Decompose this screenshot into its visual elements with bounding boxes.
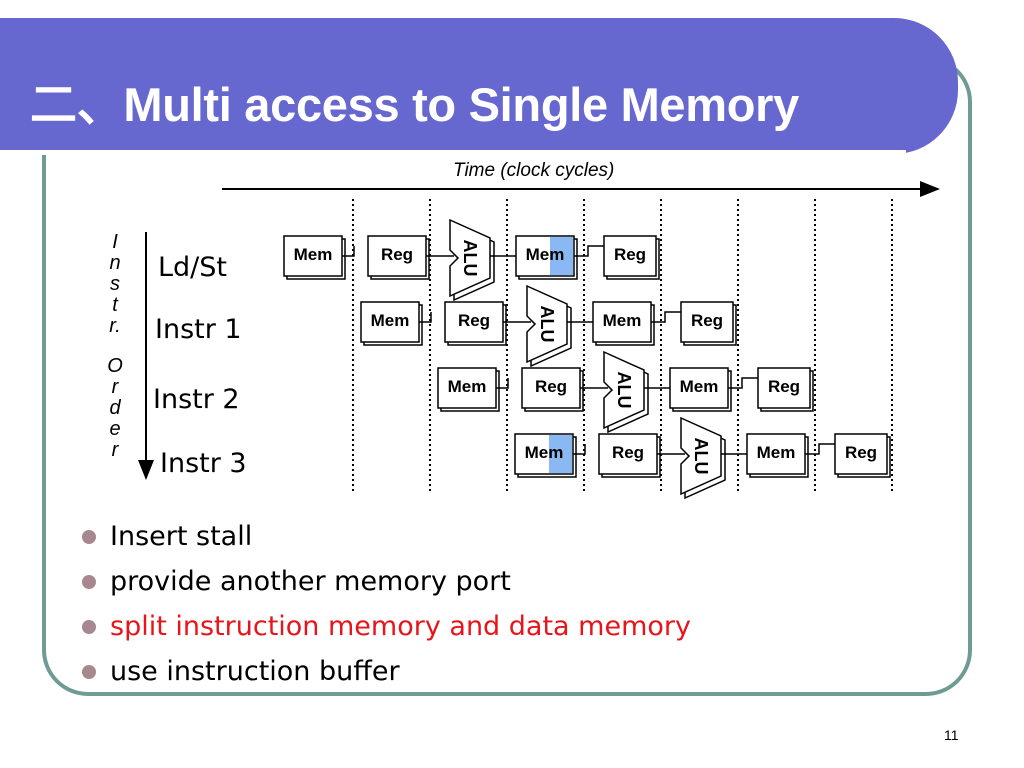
bullet-text: Insert stall: [110, 521, 253, 552]
order-letter: O: [107, 355, 123, 377]
instruction-label: Ld/St: [158, 252, 228, 283]
stage-connector: [574, 245, 604, 257]
stage-label: Mem: [448, 377, 487, 396]
instruction-label: Instr 2: [153, 384, 240, 415]
instruction-label: Instr 3: [160, 448, 247, 479]
stage-label: Reg: [381, 245, 413, 264]
stage-box: [283, 235, 343, 277]
bullet-dot: [82, 620, 96, 634]
alu-unit: [680, 416, 722, 496]
order-letter: d: [109, 397, 121, 419]
bullet-item: split instruction memory and data memory: [82, 604, 691, 649]
stage-box: [360, 301, 420, 343]
stage-label: Mem: [757, 443, 796, 462]
time-axis-label: Time (clock cycles): [453, 160, 615, 181]
stage-label: Mem: [603, 311, 642, 330]
alu-label: ALU: [614, 372, 634, 409]
bullet-list: Insert stall provide another memory port…: [82, 514, 691, 694]
bullet-text: provide another memory port: [110, 566, 511, 597]
stage-box: [444, 301, 504, 343]
bullet-dot: [82, 530, 96, 544]
page-number: 11: [944, 727, 959, 743]
bullet-dot: [82, 575, 96, 589]
pipeline-row: Mem Reg ALU Mem Reg: [514, 416, 891, 500]
alu-unit: [603, 350, 645, 430]
alu-unit: [526, 284, 568, 364]
bullet-item: provide another memory port: [82, 559, 691, 604]
stage-box: [521, 367, 581, 409]
pipeline-row: Mem Reg ALU Mem Reg: [360, 284, 737, 368]
stage-label: Mem: [371, 311, 410, 330]
instruction-label: Instr 1: [155, 314, 242, 345]
stage-connector: [419, 312, 432, 323]
stage-connector: [573, 444, 586, 455]
bullet-item: Insert stall: [82, 514, 691, 559]
bullet-text: use instruction buffer: [110, 656, 400, 687]
stage-box: [669, 367, 729, 409]
memory-conflict-highlight: [549, 435, 572, 473]
bullet-item: use instruction buffer: [82, 649, 691, 694]
order-letter: r: [111, 439, 119, 461]
order-letter: n: [109, 252, 121, 274]
title-underline: [0, 150, 906, 155]
stage-label: Reg: [612, 443, 644, 462]
stage-box: [367, 235, 427, 277]
slide-title: 二、Multi access to Single Memory: [30, 78, 800, 131]
order-letter: t: [112, 294, 118, 316]
stage-label: Reg: [614, 245, 646, 264]
stage-label: Reg: [458, 311, 490, 330]
stage-box: [834, 433, 888, 475]
stage-connector: [805, 443, 835, 455]
stage-label: Reg: [535, 377, 567, 396]
stage-box: [680, 301, 734, 343]
stage-label: Mem: [294, 245, 333, 264]
order-letter: I: [112, 231, 118, 253]
alu-unit: [449, 218, 491, 298]
stage-label: Mem: [680, 377, 719, 396]
pipeline-row: Mem Reg ALU Mem Reg: [437, 350, 814, 434]
stage-label: Reg: [845, 443, 877, 462]
stage-label: Mem: [525, 443, 564, 462]
pipeline-row: Mem Reg ALU Mem Reg: [283, 218, 660, 302]
stage-label: Reg: [768, 377, 800, 396]
memory-conflict-highlight: [550, 237, 573, 275]
stage-box: [603, 235, 657, 277]
stage-connector: [496, 378, 509, 389]
bullet-dot: [82, 665, 96, 679]
stage-box: [598, 433, 658, 475]
alu-label: ALU: [460, 240, 480, 277]
clock-cycle-gridlines: [352, 199, 893, 492]
bullet-text: split instruction memory and data memory: [110, 611, 691, 642]
instruction-order-axis-label: I n s t r. O r d e r: [104, 232, 126, 461]
stage-connector: [651, 311, 681, 323]
stage-label: Reg: [691, 311, 723, 330]
order-letter: e: [109, 418, 121, 440]
alu-label: ALU: [537, 306, 557, 343]
order-letter: r.: [109, 315, 121, 337]
stage-connector: [728, 377, 758, 389]
title-bar: 二、Multi access to Single Memory: [0, 18, 958, 155]
order-letter: s: [110, 273, 120, 295]
stage-label: Mem: [526, 245, 565, 264]
stage-box: [757, 367, 811, 409]
stage-connector: [342, 246, 355, 257]
order-letter: r: [111, 376, 119, 398]
alu-label: ALU: [691, 438, 711, 475]
